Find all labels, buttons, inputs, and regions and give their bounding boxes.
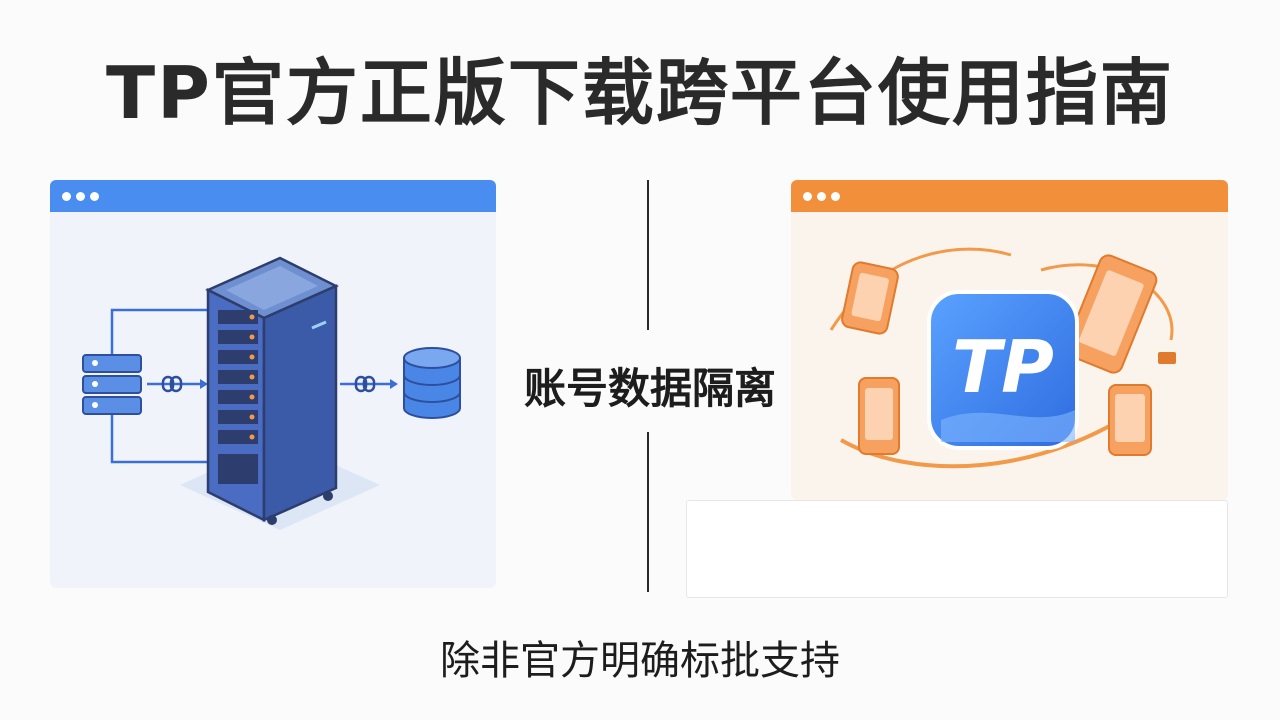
smartphone-icon (858, 377, 900, 455)
window-dot-icon (90, 192, 99, 201)
link-icon (147, 375, 208, 393)
app-panel: TP (791, 180, 1228, 500)
window-dot-icon (62, 192, 71, 201)
window-title-bar (50, 180, 496, 212)
window-title-bar (791, 180, 1228, 212)
tp-app-icon: TP (927, 290, 1079, 450)
caption: 除非官方明确标批支持 (440, 638, 840, 684)
text-box (686, 500, 1228, 598)
svg-text:TP: TP (952, 325, 1054, 409)
divider-line-bottom (647, 432, 649, 592)
server-stack-icon (82, 354, 142, 415)
server-rack-icon (205, 256, 339, 525)
center-label: 账号数据隔离 (523, 364, 776, 413)
page-title: TP官方正版下载跨平台使用指南 (106, 51, 1174, 135)
server-panel (50, 180, 496, 588)
window-dot-icon (831, 192, 840, 201)
server-illustration (82, 256, 461, 530)
smartphone-icon (1108, 384, 1152, 456)
link-icon (340, 375, 398, 393)
window-dot-icon (817, 192, 826, 201)
smartphone-icon (841, 261, 899, 335)
database-icon (403, 347, 461, 419)
divider-line-top (647, 180, 649, 330)
smartphone-icon (1064, 254, 1158, 374)
window-dot-icon (803, 192, 812, 201)
app-illustration: TP (829, 247, 1176, 469)
window-dot-icon (76, 192, 85, 201)
